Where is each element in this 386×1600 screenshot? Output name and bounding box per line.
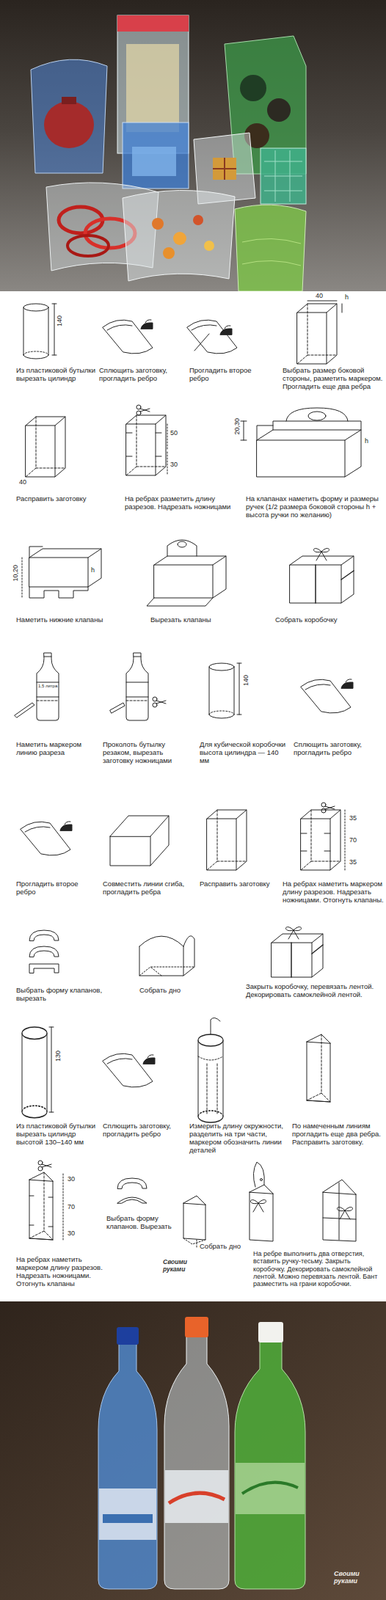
dimension-label: 70 [67, 1203, 83, 1211]
watermark: Своими руками [333, 1570, 380, 1586]
step-caption: На ребрах наметить маркером длину разрез… [282, 880, 384, 905]
step-caption: Прогладить второе ребро [16, 880, 94, 897]
step-caption: Собрать дно [139, 987, 213, 996]
step-caption: Собрать коробочку [275, 616, 378, 625]
step-caption: По намеченным линиям прогладить еще два … [292, 1122, 384, 1147]
boxes-photo [0, 0, 386, 292]
dimension-label: 35 [349, 814, 364, 822]
step-caption: Выбрать форму клапанов, вырезать [16, 987, 105, 1004]
step-caption: На клапанах наметить форму и размеры руч… [245, 495, 384, 520]
dimension-label: 10,20 [11, 565, 20, 582]
step-caption: Выбрать размер боковой стороны, разметит… [282, 366, 384, 392]
dimension-label: 140 [55, 315, 64, 327]
dimension-label: h [344, 293, 356, 301]
step-caption: Сплющить заготовку, прогладить ребро [102, 1122, 180, 1139]
step-caption: Наметить маркером линию разреза [16, 741, 94, 758]
dimension-label: 35 [349, 858, 364, 866]
step-caption: Собрать дно [199, 1243, 251, 1252]
step-caption: Сплющить заготовку, прогладить ребро [99, 366, 177, 384]
dimension-label: 130 [54, 1050, 62, 1062]
step-caption: Сплющить заготовку, прогладить ребро [293, 741, 382, 758]
step-caption: Наметить нижние клапаны [16, 616, 119, 625]
dimension-label: 1,5 литра [38, 683, 59, 690]
step-caption: Выбрать форму клапанов. Вырезать [106, 1215, 174, 1232]
bottles-photo [0, 1301, 386, 1600]
dimension-label: h [364, 437, 375, 445]
dimension-label: 140 [242, 675, 250, 687]
step-caption: Закрыть коробочку, перевязать лентой. Де… [245, 983, 382, 1000]
dimension-label: 30 [170, 460, 187, 469]
step-caption: Для кубической коробочки высота цилиндра… [199, 741, 287, 766]
dimension-label: 40 [19, 478, 42, 486]
dimension-label: 20,30 [233, 418, 241, 436]
step-caption: Прогладить второе ребро [189, 366, 256, 384]
step-caption: Расправить заготовку [199, 880, 273, 889]
dimension-label: 50 [170, 429, 187, 437]
dimension-label: 40 [315, 292, 332, 300]
step-caption: Вырезать клапаны [150, 616, 246, 625]
step-caption: На ребрах разметить длину разрезов. Надр… [124, 495, 235, 512]
dimension-label: h [90, 566, 102, 574]
dimension-label: 30 [67, 1229, 83, 1238]
step-caption: Совместить линии сгиба, прогладить ребра [102, 880, 191, 897]
step-caption: Измерить длину окружности, разделить на … [189, 1122, 289, 1156]
step-caption: На ребре выполнить два отверстия, встави… [253, 1250, 384, 1289]
step-caption: Проколоть бутылку резаком, вырезать заго… [102, 741, 190, 766]
step-caption: На ребрах наметить маркером длину разрез… [16, 1256, 109, 1289]
step-caption: Из пластиковой бутылки вырезать цилиндр … [16, 1122, 99, 1147]
watermark: Своими руками [162, 1259, 199, 1274]
step-caption: Расправить заготовку [16, 495, 97, 504]
dimension-label: 30 [67, 1175, 83, 1183]
step-caption: Из пластиковой бутылки вырезать цилиндр [16, 366, 99, 384]
dimension-label: 70 [349, 836, 364, 844]
